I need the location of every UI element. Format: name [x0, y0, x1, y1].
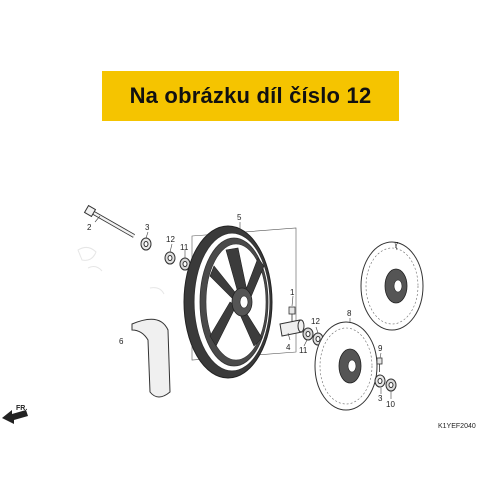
callout-2: 2 [87, 223, 92, 232]
part-number-banner: Na obrázku díl číslo 12 [102, 71, 399, 121]
axle-nut [385, 378, 397, 392]
direction-label: FR. [16, 405, 27, 412]
callout-1: 1 [290, 288, 295, 297]
dust-seal-left [164, 251, 176, 265]
bearing-right [302, 327, 314, 341]
callout-9: 9 [378, 344, 383, 353]
collar-right [279, 319, 305, 337]
callout-3-upper: 3 [145, 223, 150, 232]
callout-7: 7 [394, 241, 399, 250]
brake-disc-lower [314, 321, 378, 411]
bolt [288, 306, 296, 322]
disc-bolt [376, 357, 383, 372]
banner-text: Na obrázku díl číslo 12 [129, 83, 372, 108]
callout-12-left: 12 [166, 235, 175, 244]
drawing-code: K1YEF2040 [438, 423, 476, 430]
brake-disc-upper [360, 241, 424, 331]
callout-4: 4 [286, 343, 291, 352]
callout-11-right: 11 [299, 346, 308, 355]
callout-10: 10 [386, 400, 395, 409]
front-arrow-icon [2, 410, 28, 424]
front-wheel [183, 225, 297, 379]
collar-upper [140, 237, 152, 251]
axle-shaft [83, 204, 135, 238]
callout-12-right: 12 [311, 317, 320, 326]
collar-lower [374, 374, 386, 388]
leader-lines [94, 215, 398, 399]
callout-8: 8 [347, 309, 352, 318]
callout-6: 6 [119, 337, 124, 346]
ghost-marks [77, 246, 165, 295]
callout-labels: 2 3 12 11 5 1 6 4 11 12 7 8 9 3 10 [87, 213, 399, 409]
callout-3-lower: 3 [378, 394, 383, 403]
callout-5: 5 [237, 213, 242, 222]
front-fender [131, 318, 171, 398]
callout-11-left: 11 [180, 243, 189, 252]
front-direction-indicator: FR. [2, 405, 28, 424]
